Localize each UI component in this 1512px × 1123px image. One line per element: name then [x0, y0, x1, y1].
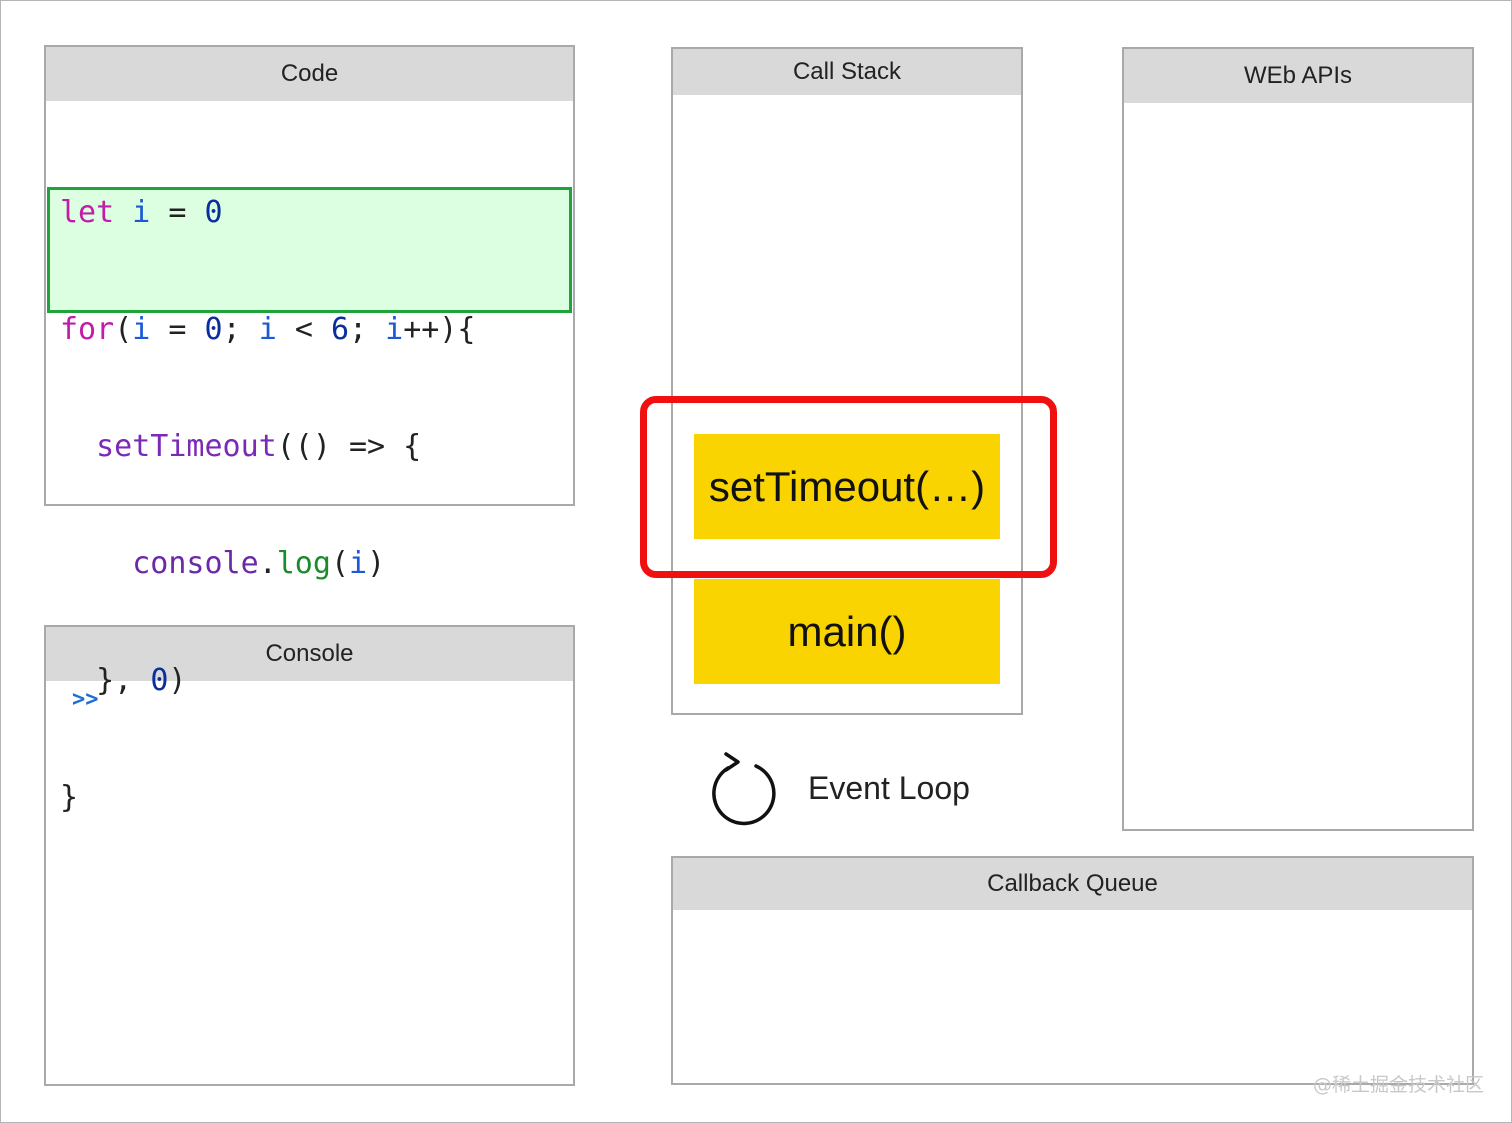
- code-token: .: [258, 546, 277, 581]
- code-token: 0: [150, 663, 169, 698]
- code-token: setTimeout: [96, 429, 277, 464]
- code-token: i: [132, 312, 151, 347]
- code-token: (() => {: [276, 429, 422, 464]
- code-panel-title: Code: [46, 47, 573, 101]
- code-line-2: for(i = 0; i < 6; i++){: [60, 310, 475, 349]
- code-token: 0: [204, 195, 223, 230]
- code-token: 0: [204, 312, 223, 347]
- console-panel: Console >>: [44, 625, 575, 1086]
- code-token: =: [168, 312, 187, 347]
- code-line-5: }, 0): [60, 661, 475, 700]
- code-token: log: [276, 546, 331, 581]
- callback-queue-panel: Callback Queue: [671, 856, 1474, 1085]
- code-token: (: [330, 546, 349, 581]
- code-line-3: setTimeout(() => {: [60, 427, 475, 466]
- code-token: }: [60, 780, 79, 815]
- focus-highlight: [640, 396, 1057, 578]
- callback-queue-title: Callback Queue: [673, 858, 1472, 910]
- code-token: ;: [349, 312, 368, 347]
- code-line-4: console.log(i): [60, 544, 475, 583]
- event-loop-label: Event Loop: [808, 770, 970, 806]
- code-token: ): [168, 663, 187, 698]
- code-line-6: }: [60, 778, 475, 817]
- code-panel: Code let i = 0 for(i = 0; i < 6; i++){ s…: [44, 45, 575, 815]
- code-token: (: [114, 312, 133, 347]
- code-token: i: [258, 312, 277, 347]
- code-token: for: [60, 312, 115, 347]
- code-token: ;: [222, 312, 241, 347]
- web-apis-panel: WEb APIs: [1122, 47, 1474, 831]
- stack-frame-settimeout: setTimeout(…): [694, 434, 1000, 539]
- code-token: <: [294, 312, 313, 347]
- code-token: i: [349, 546, 368, 581]
- console-prompt: >>: [72, 687, 99, 712]
- code-token: =: [168, 195, 187, 230]
- code-token: ): [367, 546, 386, 581]
- code-highlight: [47, 187, 572, 313]
- console-panel-title: Console: [46, 627, 573, 681]
- web-apis-title: WEb APIs: [1124, 49, 1472, 103]
- stack-frame-main: main(): [694, 579, 1000, 684]
- code-token: i: [132, 195, 151, 230]
- code-block: let i = 0 for(i = 0; i < 6; i++){ setTim…: [60, 115, 475, 895]
- code-token: ++){: [403, 312, 476, 347]
- code-token: 6: [330, 312, 349, 347]
- watermark: @稀土掘金技术社区: [1312, 1074, 1484, 1096]
- call-stack-title: Call Stack: [673, 49, 1021, 95]
- code-token: },: [96, 663, 151, 698]
- code-token: i: [385, 312, 404, 347]
- code-line-1: let i = 0: [60, 193, 475, 232]
- code-token: let: [60, 195, 115, 230]
- code-token: console: [132, 546, 259, 581]
- refresh-icon: [712, 752, 776, 826]
